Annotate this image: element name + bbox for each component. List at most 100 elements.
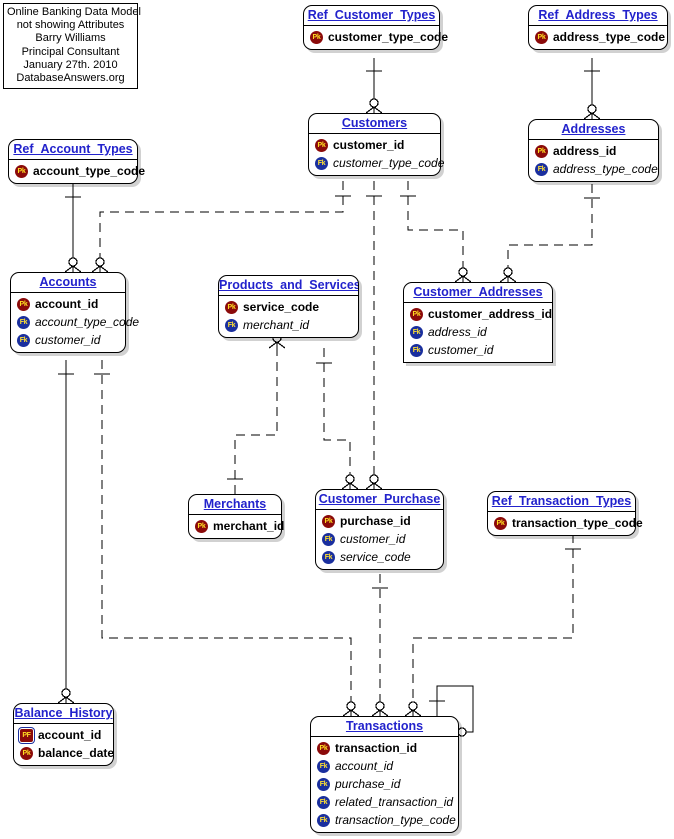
attribute-row: Pk address_type_code — [529, 28, 667, 46]
rel-customers-customer-addresses — [407, 181, 464, 282]
fk-key-icon: Fk — [225, 318, 238, 332]
pk-key-icon: Pk — [20, 746, 33, 760]
entity-title-addresses: Addresses — [529, 120, 658, 140]
attribute-name: customer_type_code — [333, 156, 445, 170]
pk-key-icon: Pk — [15, 164, 28, 178]
attribute-row: Fk merchant_id — [219, 316, 358, 334]
pk-key-icon: Pk — [315, 138, 328, 152]
attribute-row: Fk customer_type_code — [309, 154, 444, 172]
attribute-name: balance_date — [38, 746, 115, 760]
entity-title-balance-history: Balance_History — [14, 704, 113, 724]
fk-key-icon: Fk — [317, 759, 330, 773]
attribute-name: purchase_id — [335, 777, 401, 791]
fk-key-icon: Fk — [322, 550, 335, 564]
crowsfoot-markers — [57, 98, 601, 739]
rel-transactions-self — [436, 685, 474, 733]
attribute-row: Fk customer_id — [404, 341, 552, 359]
attribute-list: Pk account_type_code — [9, 160, 145, 183]
attribute-name: customer_address_id — [428, 307, 553, 321]
fk-key-icon: Fk — [317, 777, 330, 791]
attribute-name: customer_id — [428, 343, 494, 357]
attribute-name: account_type_code — [33, 164, 146, 178]
fk-key-icon: Fk — [322, 532, 335, 546]
attribute-name: merchant_id — [213, 519, 285, 533]
entity-title-accounts: Accounts — [11, 273, 125, 293]
entity-title-ref-account-types: Ref_Account_Types — [9, 140, 137, 160]
pk-key-icon: Pk — [535, 30, 548, 44]
attribute-name: customer_id — [340, 532, 406, 546]
entity-title-customer-addresses: Customer_Addresses — [404, 283, 552, 303]
note-line-2: Barry Williams — [35, 32, 106, 45]
attribute-name: account_id — [35, 297, 99, 311]
rel-addresses-customer-addresses — [507, 184, 593, 282]
attribute-row: PF account_id — [14, 726, 113, 744]
fk-key-icon: Fk — [410, 343, 423, 357]
note-line-1: not showing Attributes — [16, 19, 125, 32]
attribute-row: Pk account_type_code — [9, 162, 145, 180]
attribute-row: Pk transaction_type_code — [488, 514, 643, 532]
attribute-row: Fk account_id — [311, 757, 458, 775]
pf-key-icon: PF — [20, 728, 33, 742]
entity-title-ref-customer-types: Ref_Customer_Types — [304, 6, 439, 26]
pk-key-icon: Pk — [494, 516, 507, 530]
attribute-name: transaction_type_code — [335, 813, 456, 827]
attribute-name: address_id — [553, 144, 617, 158]
pk-key-icon: Pk — [317, 741, 330, 755]
fk-key-icon: Fk — [317, 813, 330, 827]
attribute-name: related_transaction_id — [335, 795, 454, 809]
attribute-name: customer_id — [35, 333, 101, 347]
attribute-name: account_id — [38, 728, 102, 742]
attribute-name: address_type_code — [553, 162, 658, 176]
attribute-row: Fk purchase_id — [311, 775, 458, 793]
pk-key-icon: Pk — [535, 144, 548, 158]
rel-products-and-services-customer-purchase — [323, 348, 351, 489]
attribute-list: Pk address_type_code — [529, 26, 667, 49]
attribute-name: transaction_type_code — [512, 516, 643, 530]
note-line-4: January 27th. 2010 — [23, 58, 118, 71]
attribute-name: account_type_code — [35, 315, 140, 329]
attribute-name: address_type_code — [553, 30, 666, 44]
pk-key-icon: Pk — [322, 514, 335, 528]
fk-key-icon: Fk — [315, 156, 328, 170]
rel-ref-transaction-types-transactions — [412, 534, 574, 716]
attribute-name: merchant_id — [243, 318, 310, 332]
fk-key-icon: Fk — [317, 795, 330, 809]
attribute-name: service_code — [340, 550, 411, 564]
entity-title-products-and-services: Products_and_Services — [219, 276, 358, 296]
note-line-5: DatabaseAnswers.org — [16, 72, 125, 85]
attribute-name: address_id — [428, 325, 487, 339]
attribute-row: Fk customer_id — [316, 530, 443, 548]
pk-key-icon: Pk — [225, 300, 238, 314]
attribute-name: account_id — [335, 759, 394, 773]
